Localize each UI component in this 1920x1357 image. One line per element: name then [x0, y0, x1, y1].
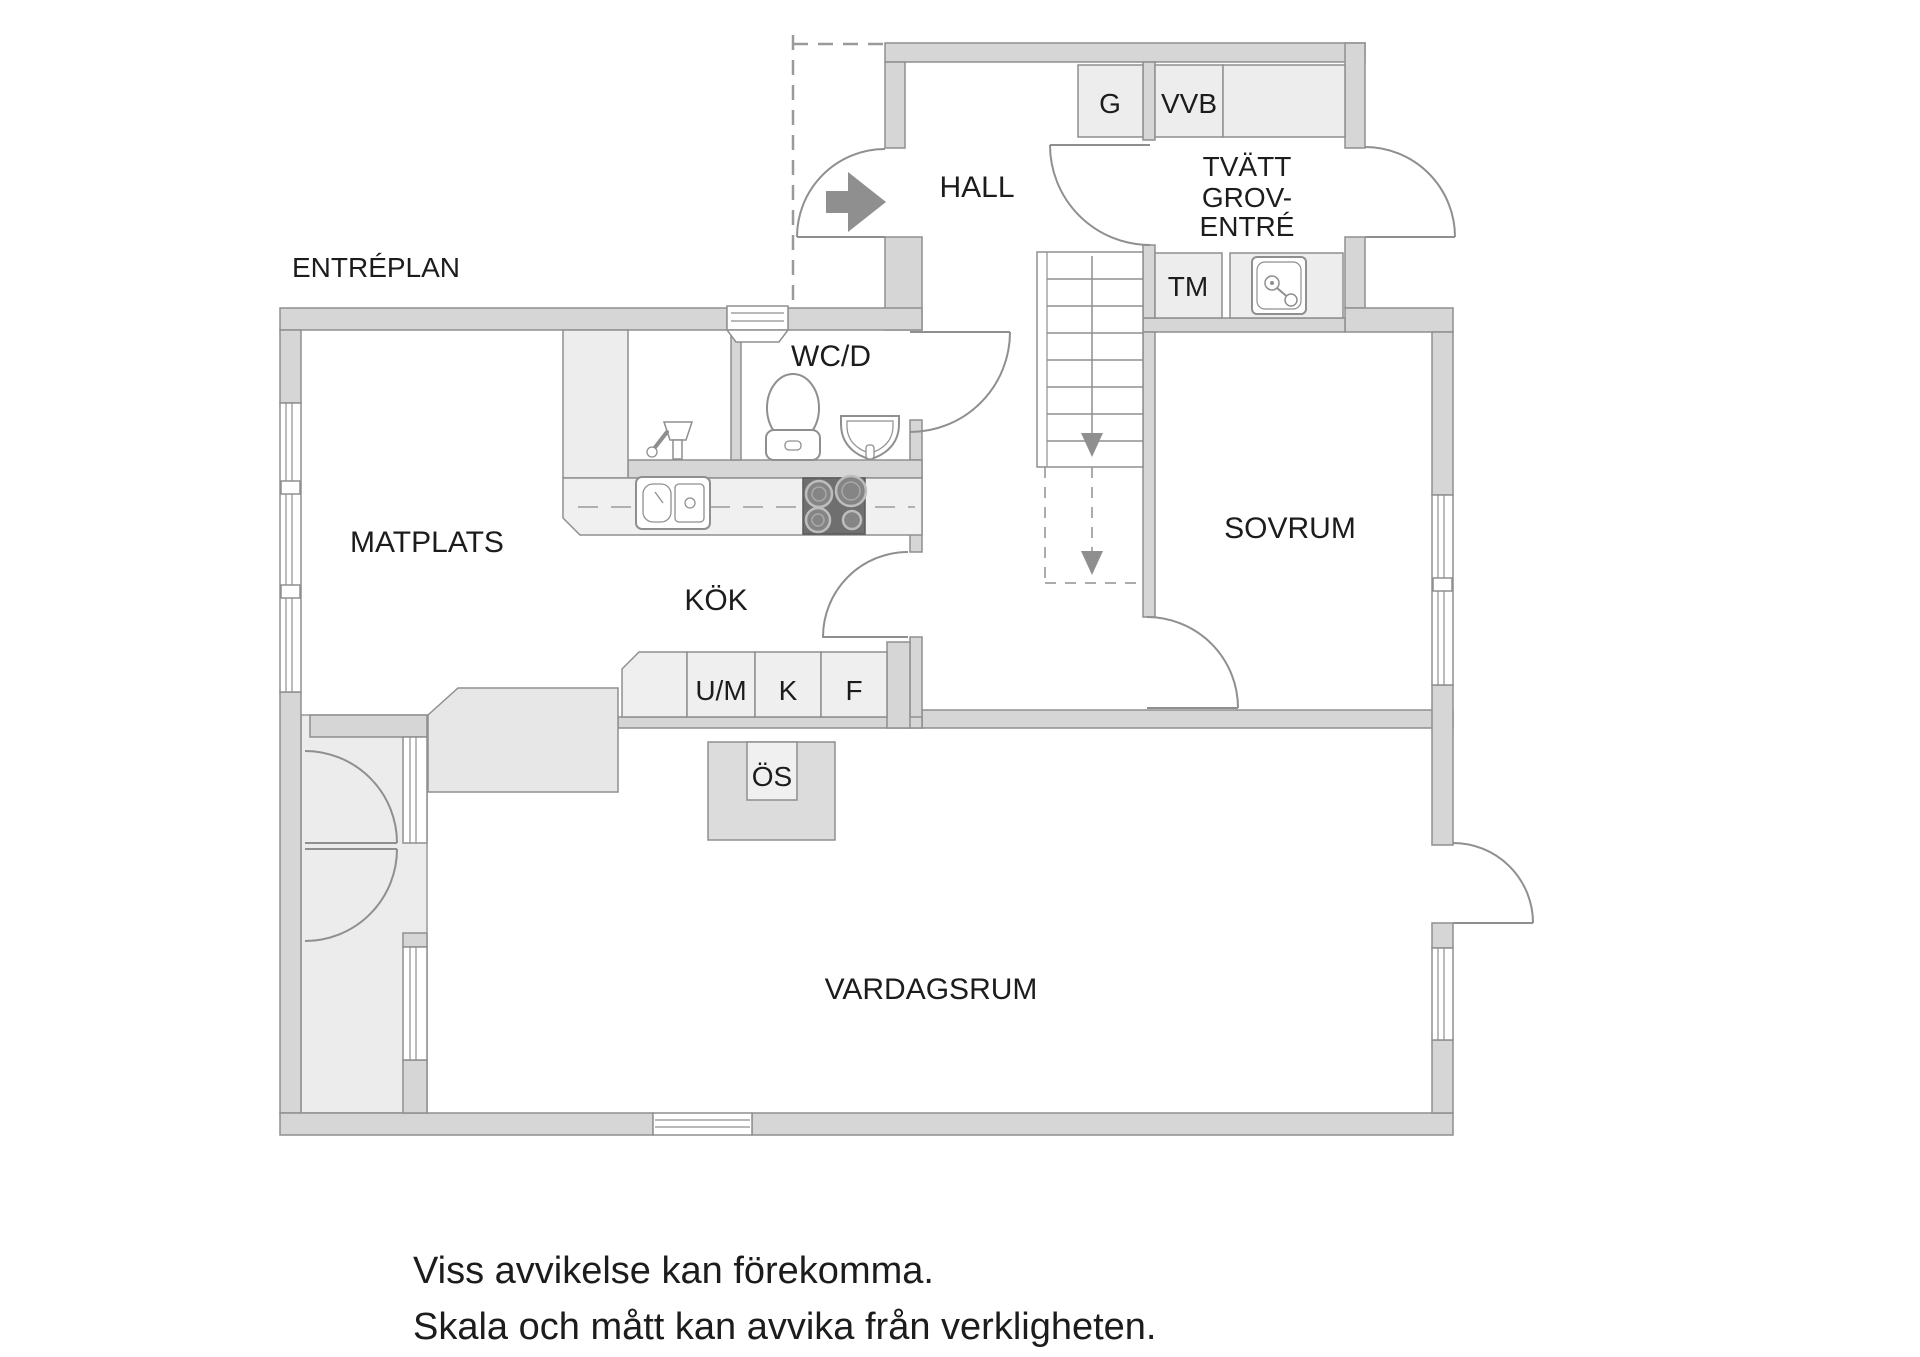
- wall-hall-tvatt-lower: [1142, 244, 1156, 319]
- entry-direction-arrow-icon: [826, 172, 886, 232]
- wall-step-band: [1344, 307, 1454, 333]
- overhang-dashed-outline: [791, 35, 885, 308]
- window-matplats-left: [279, 402, 302, 693]
- window-vardagsrum-bottom: [652, 1112, 753, 1136]
- disclaimer-line-2: Skala och mått kan avvika från verklighe…: [413, 1306, 1157, 1348]
- fixture-label-tm: TM: [1168, 271, 1208, 302]
- washer-tm-box: [1154, 252, 1223, 319]
- fireplace-os: [707, 741, 836, 841]
- wall-cabinet-band: [617, 716, 923, 729]
- wall-sovrum-right-upper: [1431, 331, 1454, 496]
- wall-hall-left-upper: [884, 61, 906, 149]
- cabinet-f: [820, 651, 888, 718]
- wall-kok-corner: [886, 641, 911, 729]
- room-label-kok: KÖK: [684, 584, 747, 617]
- wall-top: [884, 42, 1366, 63]
- cabinet-plain: [621, 651, 688, 718]
- room-label-tvatt-2: GROV-: [1202, 182, 1292, 213]
- labels: ENTRÉPLAN HALL G VVB TVÄTT GROV- ENTRÉ T…: [292, 88, 1356, 1348]
- door-terrace-pair-upper: [304, 750, 398, 844]
- shower-mixer-icon: [646, 421, 694, 460]
- wall-terrace-block: [402, 932, 428, 948]
- window-wc: [725, 305, 790, 343]
- wall-bottom-left: [279, 1112, 654, 1136]
- door-groventre-exterior: [1364, 146, 1456, 238]
- stairs: [1036, 251, 1144, 584]
- room-label-tvatt-1: TVÄTT: [1203, 151, 1292, 182]
- wall-bottom-right: [751, 1112, 1454, 1136]
- kitchen-bench-block: [427, 687, 619, 793]
- closets: [1077, 64, 1346, 319]
- stove-icon: [802, 474, 868, 535]
- kitchen-sink-icon: [635, 476, 711, 530]
- washbasin-icon: [840, 415, 900, 461]
- closet-g: [1077, 64, 1144, 138]
- cabinet-label-f: F: [845, 675, 862, 706]
- room-label-wc: WC/D: [791, 340, 871, 373]
- wall-wc-top: [787, 307, 923, 331]
- closet-extra: [1222, 64, 1346, 138]
- wall-right-low: [1431, 1039, 1454, 1114]
- wall-wc-bottom: [627, 459, 923, 479]
- window-terrace-lower: [402, 946, 428, 1061]
- stair-down-arrow-icon: [1081, 433, 1103, 457]
- laundry-sink-icon: [1251, 256, 1307, 315]
- wall-terrace-top: [309, 714, 428, 738]
- wall-right-top: [1344, 42, 1366, 149]
- kitchen-counter: [562, 474, 923, 536]
- cabinet-label-um: U/M: [695, 675, 746, 706]
- closet-label-vvb: VVB: [1161, 88, 1217, 119]
- wall-left-lower: [279, 691, 302, 1114]
- wall-wc-divider: [730, 329, 742, 461]
- door-terrace-pair-lower: [304, 848, 398, 942]
- wall-left-upper: [279, 329, 302, 404]
- cabinet-k: [754, 651, 822, 718]
- cabinet-um: [686, 651, 756, 718]
- room-label-hall: HALL: [939, 171, 1014, 204]
- kitchen-cabinet-row: [621, 651, 888, 718]
- door-hall-tvatt: [1049, 144, 1151, 246]
- wall-terrace-low: [402, 1059, 428, 1114]
- wall-vardagsrum-top: [921, 709, 1454, 729]
- wall-right-door-stub: [1431, 922, 1454, 949]
- wall-matplats-top: [279, 307, 728, 331]
- door-sovrum: [1146, 616, 1239, 709]
- disclaimer-line-1: Viss avvikelse kan förekomma.: [413, 1250, 934, 1292]
- room-label-sovrum: SOVRUM: [1224, 512, 1356, 545]
- windows: [279, 305, 1454, 1136]
- room-label-tvatt-3: ENTRÉ: [1200, 211, 1295, 242]
- plan-title: ENTRÉPLAN: [292, 252, 460, 283]
- cabinet-label-k: K: [779, 675, 798, 706]
- wall-stairs-sovrum: [1142, 331, 1156, 618]
- room-label-matplats: MATPLATS: [350, 526, 504, 559]
- door-wc: [909, 331, 1011, 433]
- window-vardagsrum-right: [1431, 947, 1454, 1041]
- toilet-icon: [765, 373, 821, 461]
- wall-right-mid: [1344, 236, 1366, 309]
- doors: [304, 144, 1534, 942]
- door-entrance: [796, 148, 886, 238]
- wc-fixtures: [646, 373, 900, 461]
- wall-kok-right-lower: [909, 636, 923, 729]
- kitchen-tall-cabinet: [562, 329, 629, 479]
- room-label-vardagsrum: VARDAGSRUM: [825, 973, 1038, 1006]
- door-vardagsrum-exterior: [1452, 842, 1534, 924]
- window-terrace-upper: [402, 736, 428, 844]
- stair-down-arrow-dashed-icon: [1081, 551, 1103, 575]
- door-kok: [822, 551, 909, 638]
- wall-hall-tvatt-upper: [1142, 61, 1156, 141]
- wall-sovrum-right-lower: [1431, 684, 1454, 846]
- stairs-dashed-continuation: [1044, 467, 1143, 584]
- wall-tvatt-bottom: [1142, 317, 1346, 333]
- closet-label-g: G: [1099, 88, 1121, 119]
- wall-wc-right-stub: [909, 419, 923, 461]
- fixture-label-os: ÖS: [752, 761, 792, 792]
- window-sovrum: [1431, 494, 1454, 686]
- stair-treads: [1047, 278, 1143, 442]
